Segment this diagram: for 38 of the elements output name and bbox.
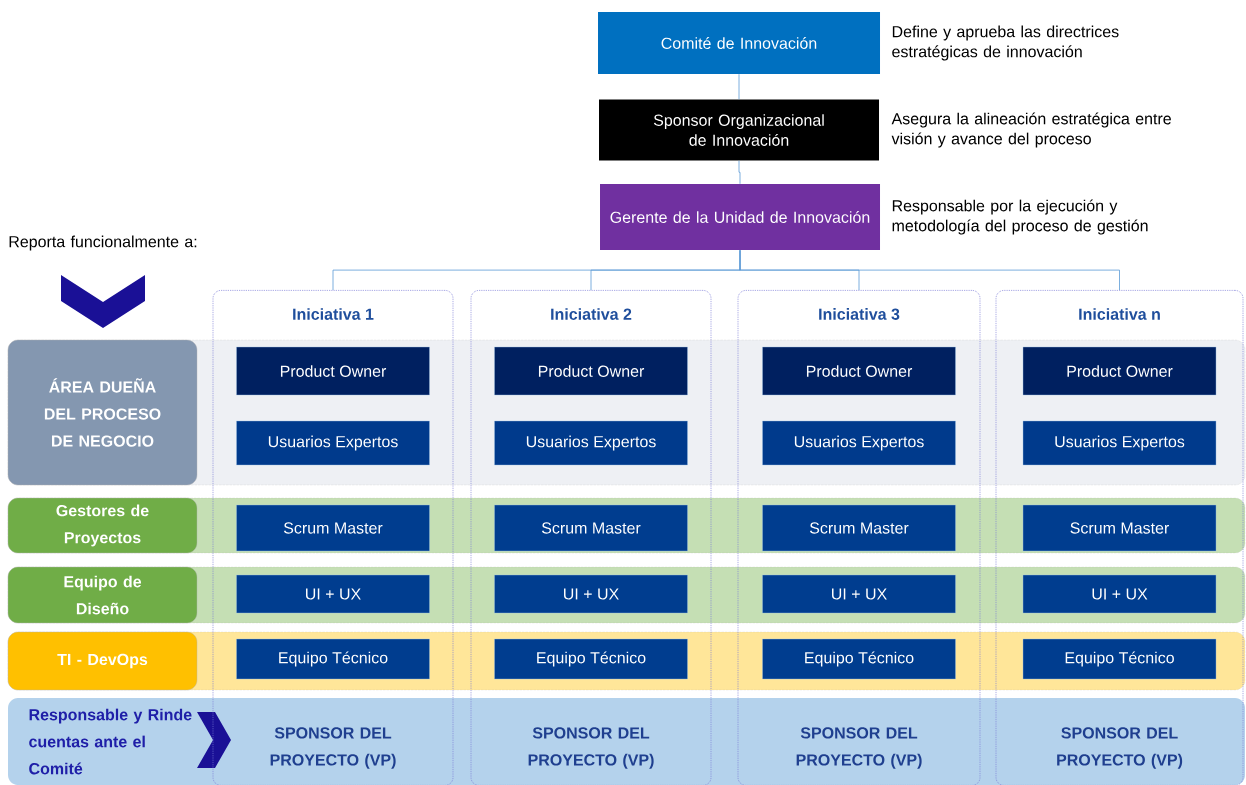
role-box: Equipo Técnico bbox=[494, 638, 688, 680]
role-box: Product Owner bbox=[236, 346, 430, 396]
role-box: Scrum Master bbox=[494, 504, 688, 552]
role-box: Product Owner bbox=[762, 346, 956, 396]
row-label-box: TI - DevOps bbox=[7, 631, 198, 691]
note-text: Reporta funcionalmente a: bbox=[9, 235, 197, 251]
sponsor-text: SPONSOR DEL PROYECTO (VP) bbox=[528, 727, 654, 769]
manager-box: Gerente de la Unidad de Innovación bbox=[600, 184, 880, 250]
role-box: UI + UX bbox=[762, 574, 956, 614]
row-label-box: Gestores de Proyectos bbox=[7, 497, 198, 554]
role-box: Equipo Técnico bbox=[1022, 638, 1217, 680]
row-label-box: ÁREA DUEÑA DEL PROCESO DE NEGOCIO bbox=[7, 339, 198, 486]
description-text: Asegura la alineación estratégica entre visión y avance del proceso bbox=[891, 112, 1171, 148]
role-box: Usuarios Expertos bbox=[1022, 420, 1217, 466]
connector-line bbox=[738, 160, 741, 185]
description-text: Responsable por la ejecución y metodología del proceso de gestión bbox=[892, 199, 1148, 235]
description-text: Define y aprueba las directrices estratégicas de innovación bbox=[892, 25, 1119, 61]
sponsor-box: Sponsor Organizacional de Innovación bbox=[599, 99, 879, 161]
role-box: Equipo Técnico bbox=[762, 638, 956, 680]
sponsor-text: SPONSOR DEL PROYECTO (VP) bbox=[270, 727, 396, 769]
row-label-box: Equipo de Diseño bbox=[7, 566, 198, 624]
role-box: Usuarios Expertos bbox=[236, 420, 430, 466]
connector-line bbox=[738, 73, 740, 100]
sponsor-text: SPONSOR DEL PROYECTO (VP) bbox=[1057, 727, 1183, 769]
connector-line bbox=[739, 249, 1120, 291]
role-box: Scrum Master bbox=[1022, 504, 1217, 552]
role-box: UI + UX bbox=[1022, 574, 1217, 614]
role-box: UI + UX bbox=[494, 574, 688, 614]
role-box: Usuarios Expertos bbox=[762, 420, 956, 466]
role-box: Product Owner bbox=[1022, 346, 1217, 396]
role-box: Scrum Master bbox=[762, 504, 956, 552]
role-box: Product Owner bbox=[494, 346, 688, 396]
sponsor-text: SPONSOR DEL PROYECTO (VP) bbox=[796, 727, 922, 769]
committee-box: Comité de Innovación bbox=[598, 12, 880, 74]
role-box: UI + UX bbox=[236, 574, 430, 614]
role-box: Usuarios Expertos bbox=[494, 420, 688, 466]
role-box: Equipo Técnico bbox=[236, 638, 430, 680]
role-box: Scrum Master bbox=[236, 504, 430, 552]
